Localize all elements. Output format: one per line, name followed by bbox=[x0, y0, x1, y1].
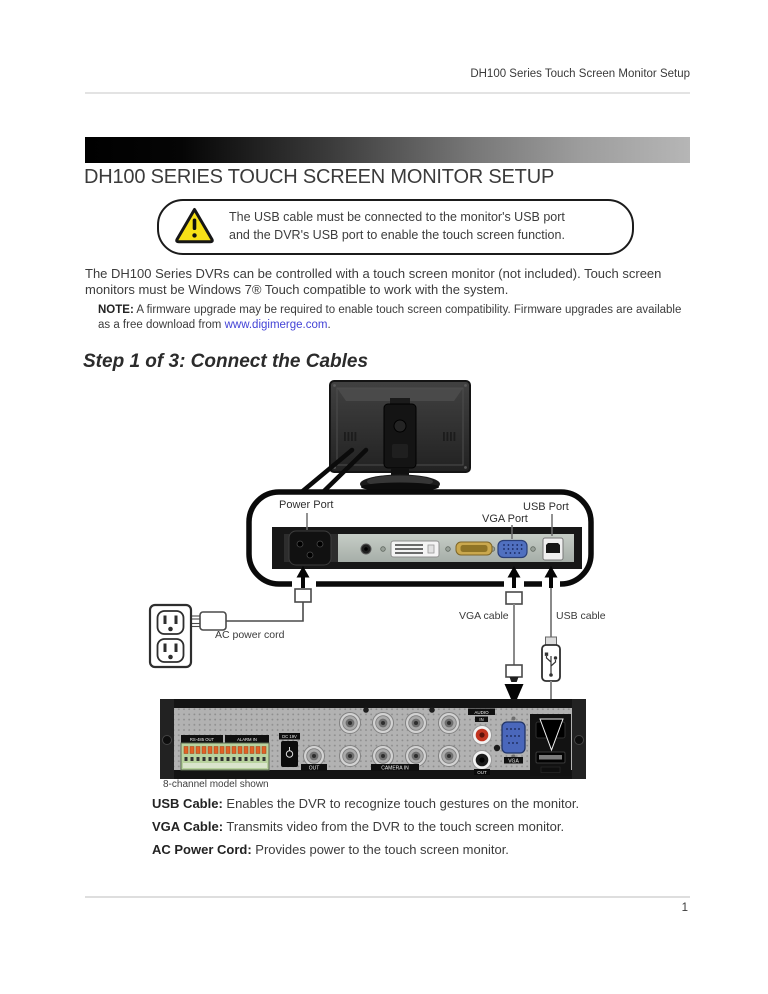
header-title: DH100 Series Touch Screen Monitor Setup bbox=[470, 68, 690, 80]
dvr-power-jack: DC 19V bbox=[279, 733, 300, 767]
monitor-rear-image bbox=[295, 380, 471, 498]
ac-power-description-label: AC Power Cord: bbox=[152, 842, 252, 857]
warning-line-2: and the DVR's USB port to enable the tou… bbox=[229, 228, 565, 242]
ac-power-cord-graphic bbox=[148, 588, 312, 669]
step-heading: Step 1 of 3: Connect the Cables bbox=[83, 351, 369, 372]
usb-cable-description: USB Cable: Enables the DVR to recognize … bbox=[152, 796, 579, 811]
dvr-vga-label: VGA bbox=[508, 759, 519, 765]
usb-cable-graphic bbox=[541, 588, 561, 720]
ac-power-description: AC Power Cord: Provides power to the tou… bbox=[152, 842, 509, 857]
monitor-dvi-port bbox=[390, 540, 440, 558]
usb-down-arrow-icon bbox=[539, 718, 564, 752]
vga-cable-description: VGA Cable: Transmits video from the DVR … bbox=[152, 819, 564, 834]
vga-port-label: VGA Port bbox=[482, 513, 528, 525]
usb-cable-description-label: USB Cable: bbox=[152, 796, 223, 811]
dvr-audio-ports: AUDIO IN OUT bbox=[468, 708, 495, 775]
monitor-hdmi-port bbox=[455, 541, 493, 556]
header-rule bbox=[85, 92, 690, 94]
dvr-camera-in-label: CAMERA IN bbox=[381, 766, 409, 772]
usb-port-label: USB Port bbox=[523, 501, 569, 513]
usb-cable-label: USB cable bbox=[556, 610, 606, 622]
dvr-rs485-label: RS-485 OUT bbox=[190, 737, 215, 742]
dvr-audio-out-label: OUT bbox=[477, 770, 487, 775]
warning-text: The USB cable must be connected to the m… bbox=[229, 209, 565, 245]
dvr-usb-block bbox=[530, 714, 571, 776]
note-text: A firmware upgrade may be required to en… bbox=[98, 304, 682, 332]
wall-outlet-icon bbox=[148, 603, 193, 669]
usb-arrow-icon bbox=[544, 566, 558, 588]
note-suffix: . bbox=[327, 319, 331, 332]
intro-paragraph: The DH100 Series DVRs can be controlled … bbox=[85, 266, 662, 298]
note-label: NOTE: bbox=[98, 304, 134, 316]
page-number: 1 bbox=[681, 902, 688, 914]
dvr-audio-in-label: IN bbox=[479, 717, 483, 722]
vga-arrow-icon bbox=[507, 566, 521, 588]
warning-triangle-icon bbox=[174, 206, 215, 249]
warning-callout: The USB cable must be connected to the m… bbox=[157, 199, 634, 255]
power-arrow-icon bbox=[296, 566, 310, 588]
dvr-caption: 8-channel model shown bbox=[163, 779, 269, 790]
warning-line-1: The USB cable must be connected to the m… bbox=[229, 210, 565, 225]
monitor-power-inlet bbox=[288, 530, 332, 566]
connection-diagram: RS-485 OUT ALARM IN DC 19V bbox=[148, 380, 594, 779]
dvr-rear-image: RS-485 OUT ALARM IN DC 19V bbox=[160, 699, 586, 779]
dvr-alarm-in-label: ALARM IN bbox=[237, 737, 257, 742]
monitor-usb-port bbox=[542, 537, 564, 561]
vga-cable-label: VGA cable bbox=[459, 610, 509, 622]
vga-cable-description-label: VGA Cable: bbox=[152, 819, 224, 834]
note-paragraph: NOTE: A firmware upgrade may be required… bbox=[98, 303, 683, 333]
monitor-vga-port bbox=[497, 539, 528, 559]
vga-cable-description-text: Transmits video from the DVR to the touc… bbox=[223, 819, 565, 834]
dvr-dc-label: DC 19V bbox=[282, 734, 297, 739]
footer-rule bbox=[85, 896, 690, 898]
power-port-label: Power Port bbox=[279, 499, 334, 511]
dvr-vga-port: VGA bbox=[501, 716, 526, 765]
ac-power-cord-label: AC power cord bbox=[215, 629, 285, 641]
dvr-video-out-label: OUT bbox=[309, 766, 320, 772]
usb-cable-description-text: Enables the DVR to recognize touch gestu… bbox=[222, 796, 580, 811]
ac-power-description-text: Provides power to the touch screen monit… bbox=[251, 842, 509, 857]
dvr-audio-label: AUDIO bbox=[474, 710, 489, 715]
dvr-alarm-block: RS-485 OUT ALARM IN bbox=[180, 735, 270, 771]
section-gradient-bar bbox=[85, 137, 690, 163]
page-title: DH100 SERIES TOUCH SCREEN MONITOR SETUP bbox=[84, 166, 555, 188]
monitor-audio-jack bbox=[360, 543, 372, 555]
digimerge-link[interactable]: www.digimerge.com bbox=[224, 319, 328, 332]
usb-trident-icon bbox=[545, 656, 557, 674]
